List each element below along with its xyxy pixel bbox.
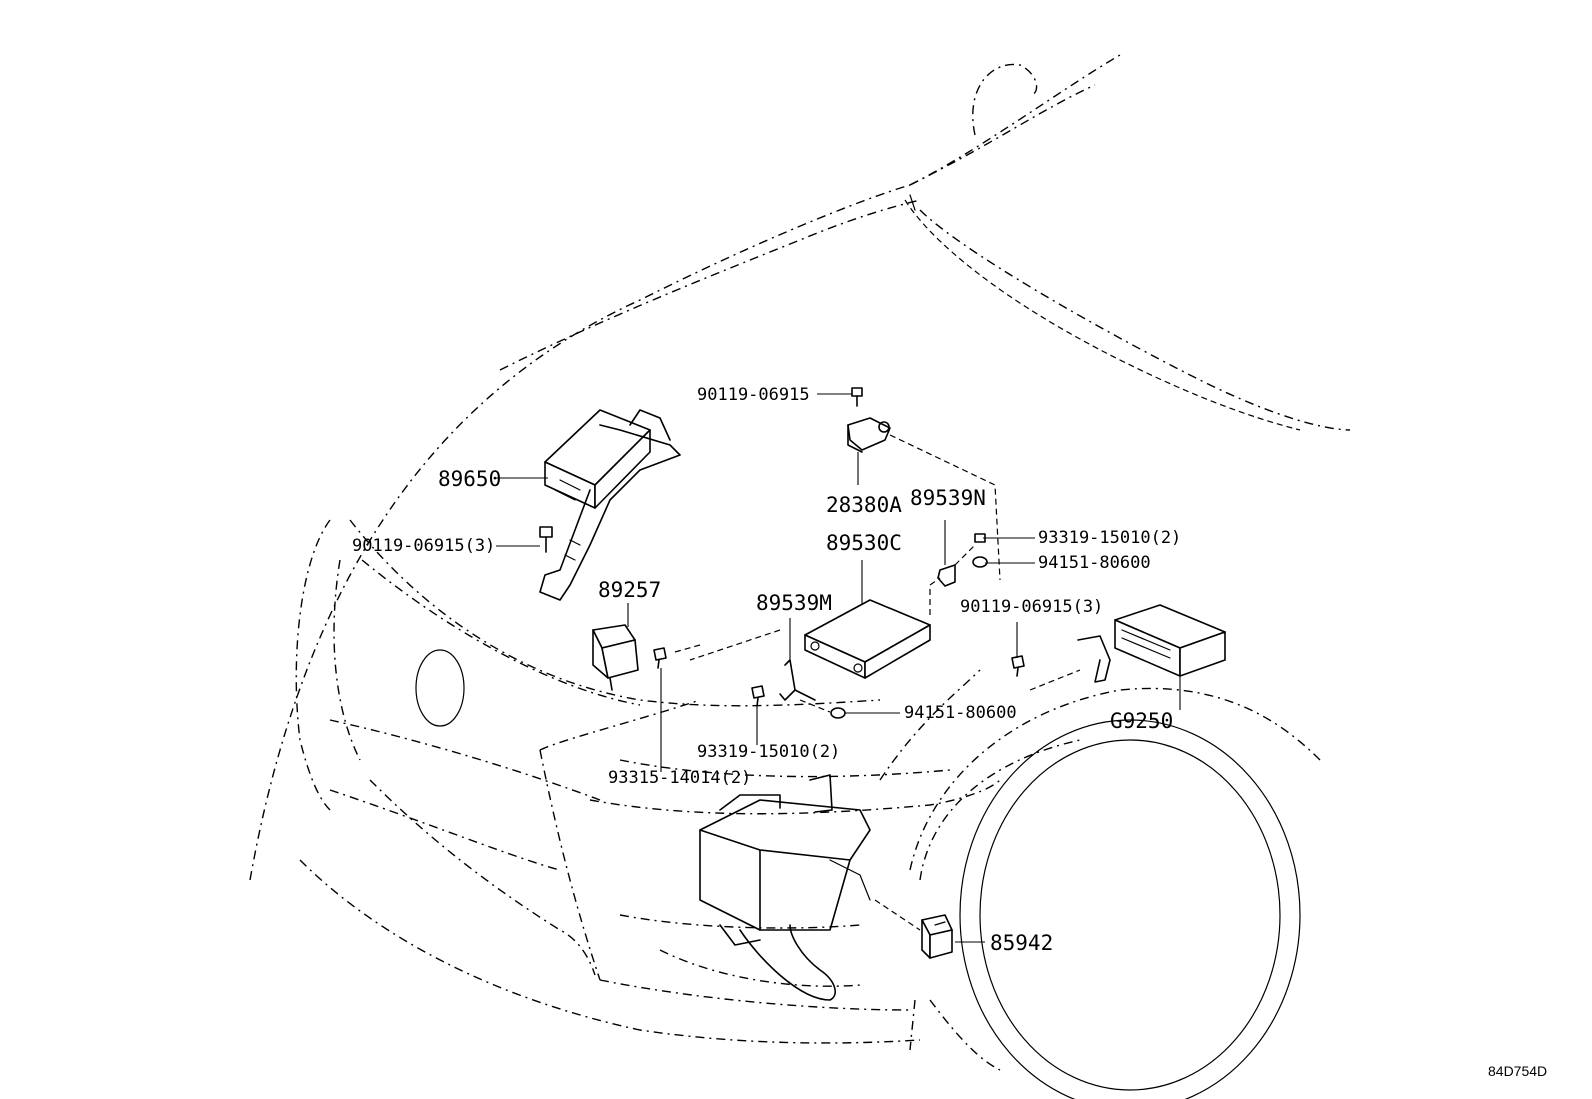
label-89539M: 89539M [756, 591, 832, 615]
label-93315: 93315-14014(2) [608, 768, 751, 788]
label-89257: 89257 [598, 578, 661, 602]
part-89257 [592, 624, 639, 691]
part-89650 [539, 409, 681, 601]
vehicle-outline [249, 54, 1351, 1099]
leader-lines [496, 393, 1181, 943]
part-28380A [847, 387, 891, 453]
label-93319-top: 93319-15010(2) [1038, 528, 1181, 548]
part-89539N [937, 533, 988, 587]
label-93319-bot: 93319-15010(2) [697, 742, 840, 762]
part-89539M [751, 659, 846, 719]
part-85942 [921, 914, 953, 959]
bolt-90119-left [539, 526, 553, 553]
label-90119-left: 90119-06915(3) [352, 536, 495, 556]
label-85942: 85942 [990, 931, 1053, 955]
callout-labels: 90119-06915 28380A 89650 90119-06915(3) … [352, 385, 1547, 1079]
label-89530C: 89530C [826, 531, 902, 555]
diagram-code: 84D754D [1488, 1063, 1547, 1079]
washer-tank-drawing [699, 774, 871, 1001]
label-90119-top: 90119-06915 [697, 385, 810, 405]
label-89650: 89650 [438, 467, 501, 491]
label-90119-right: 90119-06915(3) [960, 597, 1103, 617]
part-89530C [804, 599, 931, 679]
label-94151-top: 94151-80600 [1038, 553, 1151, 573]
label-89539N: 89539N [910, 486, 986, 510]
label-28380A: 28380A [826, 493, 902, 517]
bolt-93315 [653, 647, 667, 669]
label-G9250: G9250 [1110, 709, 1173, 733]
connection-lines [674, 434, 1081, 931]
part-G9250 [1011, 604, 1226, 683]
label-94151-mid: 94151-80600 [904, 703, 1017, 723]
